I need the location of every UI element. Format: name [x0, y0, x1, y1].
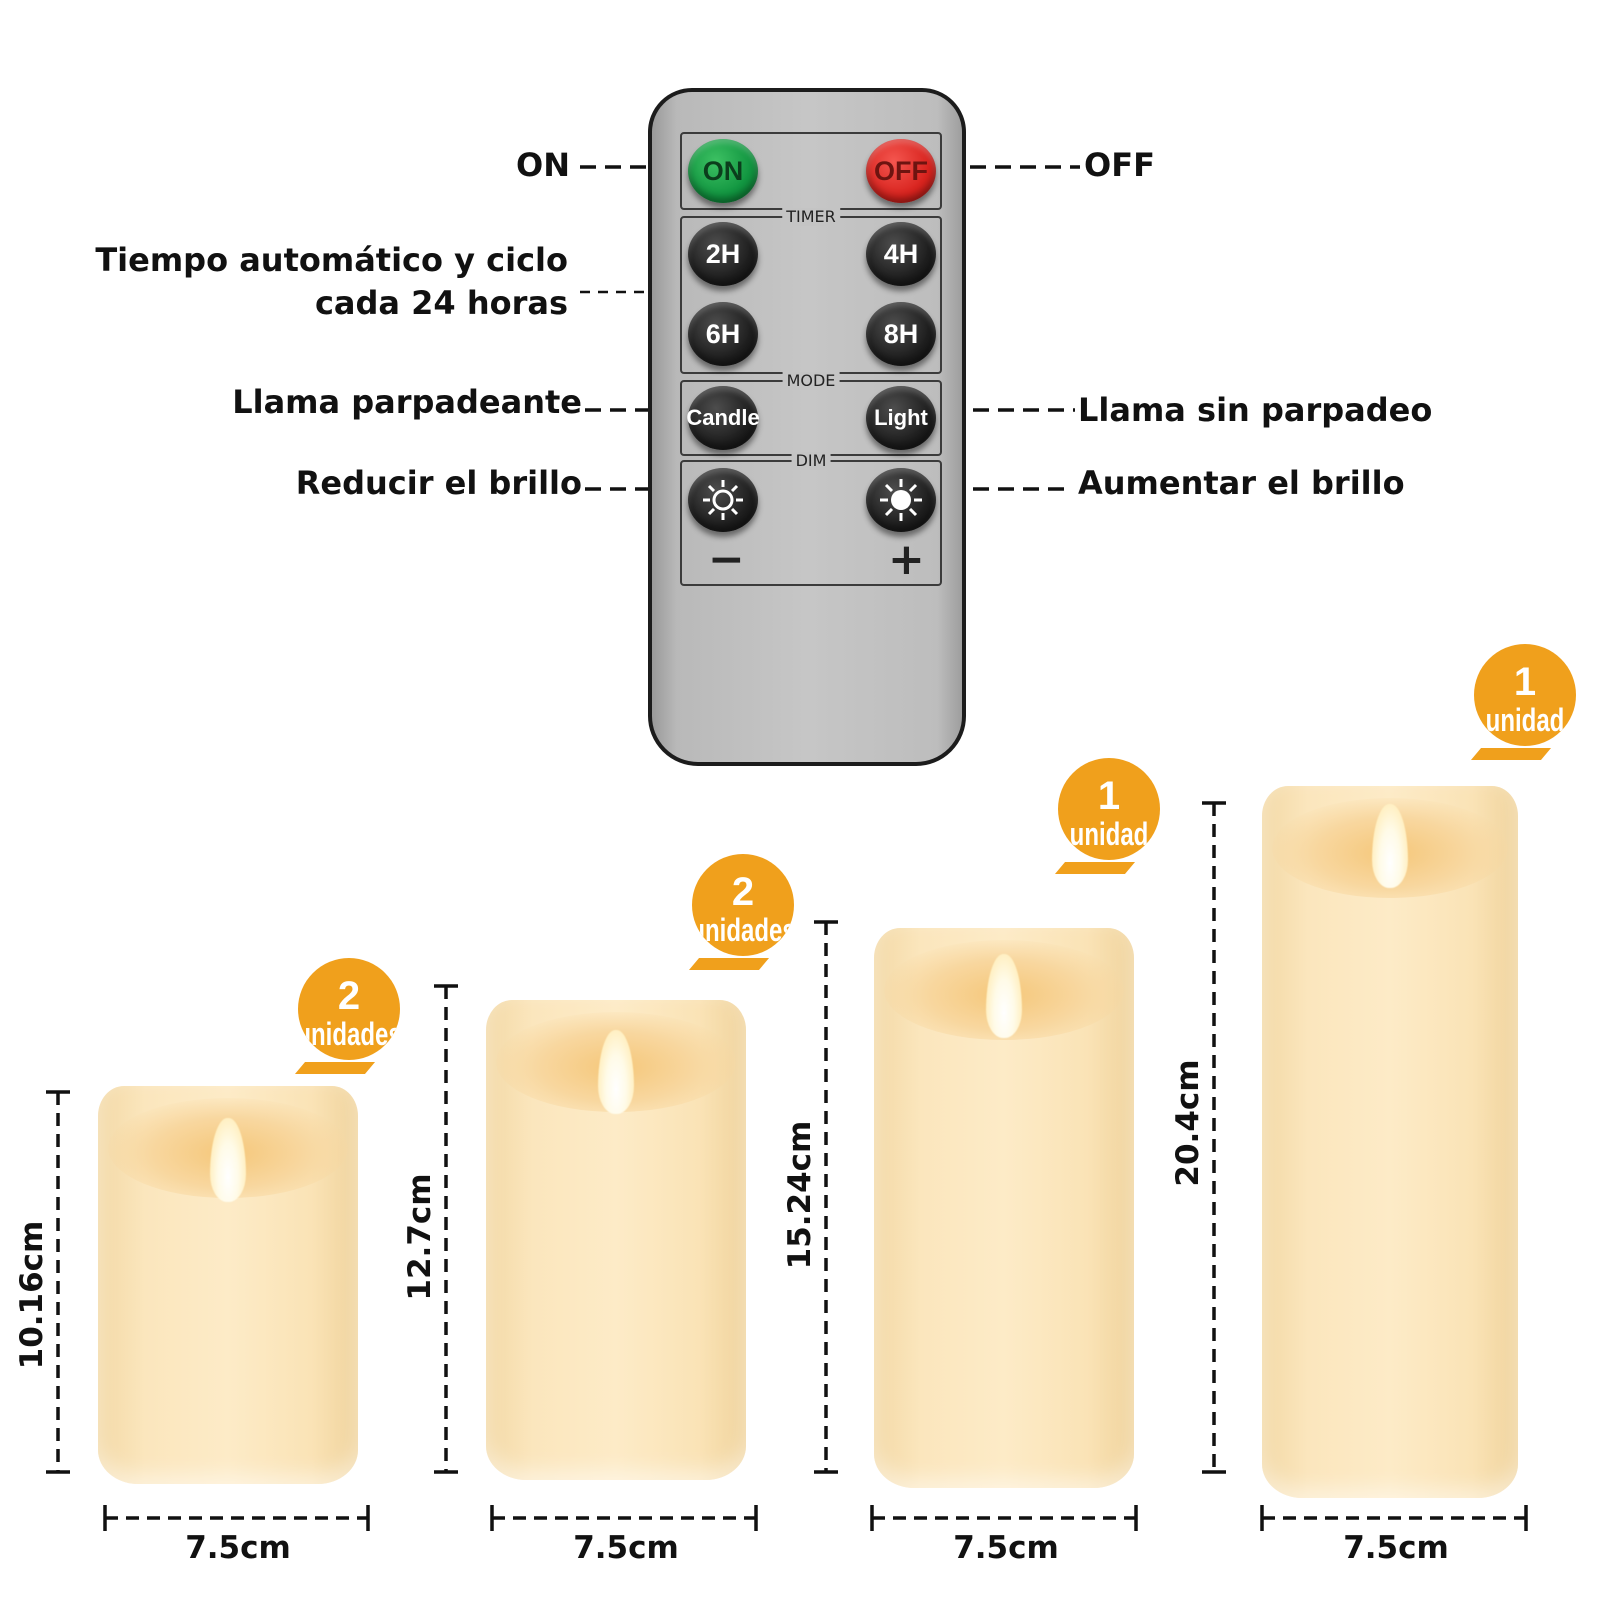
quantity-badge: 2 unidades: [692, 854, 794, 956]
width-label: 7.5cm: [1343, 1530, 1449, 1566]
badge-unit: unidad: [1069, 816, 1149, 852]
width-label: 7.5cm: [573, 1530, 679, 1566]
badge-unit: unidades: [298, 1016, 400, 1052]
flame: [1372, 804, 1408, 888]
label-timer-line2: cada 24 horas: [314, 284, 568, 322]
dim-panel: DIM −: [680, 452, 942, 586]
label-off: OFF: [1084, 146, 1155, 184]
timer-panel: TIMER 2H 4H 6H 8H: [680, 208, 942, 374]
badge-count: 2: [337, 974, 361, 1018]
power-panel: ON OFF: [680, 132, 942, 210]
dim-up-button[interactable]: [866, 468, 936, 532]
badge-tail: [688, 958, 770, 970]
flame: [598, 1030, 634, 1114]
badge-count: 1: [1513, 660, 1537, 704]
off-button[interactable]: OFF: [866, 139, 936, 203]
label-flicker: Llama parpadeante: [232, 383, 582, 421]
width-label: 7.5cm: [185, 1530, 291, 1566]
height-label: 10.16cm: [14, 1220, 50, 1370]
candle-xlarge: [1262, 786, 1518, 1498]
candle-mode-button[interactable]: Candle: [686, 386, 760, 450]
badge-tail: [294, 1062, 376, 1074]
height-label: 15.24cm: [782, 1120, 818, 1270]
label-dim-up: Aumentar el brillo: [1078, 464, 1405, 502]
label-dim-down: Reducir el brillo: [295, 464, 582, 502]
badge-tail: [1470, 748, 1552, 760]
sun-dim-icon: [703, 480, 743, 520]
badge-unit: unidad: [1485, 702, 1565, 738]
label-on: ON: [516, 146, 570, 184]
dim-down-button[interactable]: [688, 468, 758, 532]
badge-tail: [1054, 862, 1136, 874]
flame: [986, 954, 1022, 1038]
dim-title: DIM: [791, 452, 831, 470]
candle-large: [874, 928, 1134, 1488]
badge-count: 1: [1097, 774, 1121, 818]
light-mode-button[interactable]: Light: [866, 386, 936, 450]
quantity-badge: 2 unidades: [298, 958, 400, 1060]
quantity-badge: 1 unidad: [1058, 758, 1160, 860]
height-label: 20.4cm: [1170, 1059, 1206, 1187]
mode-title: MODE: [782, 372, 840, 390]
sun-bright-icon: [880, 479, 922, 521]
width-label: 7.5cm: [953, 1530, 1059, 1566]
quantity-badge: 1 unidad: [1474, 644, 1576, 746]
timer-4h-button[interactable]: 4H: [866, 222, 936, 286]
badge-count: 2: [731, 870, 755, 914]
plus-sign: +: [888, 534, 925, 585]
timer-8h-button[interactable]: 8H: [866, 302, 936, 366]
timer-2h-button[interactable]: 2H: [688, 222, 758, 286]
label-no-flicker: Llama sin parpadeo: [1078, 391, 1433, 429]
candle-medium: [486, 1000, 746, 1480]
candle-small: [98, 1086, 358, 1484]
flame: [210, 1118, 246, 1202]
badge-unit: unidades: [692, 912, 794, 948]
timer-6h-button[interactable]: 6H: [688, 302, 758, 366]
height-label: 12.7cm: [402, 1173, 438, 1301]
mode-panel: MODE Candle Light: [680, 372, 942, 456]
on-button[interactable]: ON: [688, 139, 758, 203]
minus-sign: −: [708, 534, 745, 585]
remote-control: ON OFF TIMER 2H 4H 6H 8H MODE Candle Lig…: [648, 88, 966, 766]
timer-title: TIMER: [782, 208, 840, 226]
label-timer-line1: Tiempo automático y ciclo: [95, 241, 568, 279]
